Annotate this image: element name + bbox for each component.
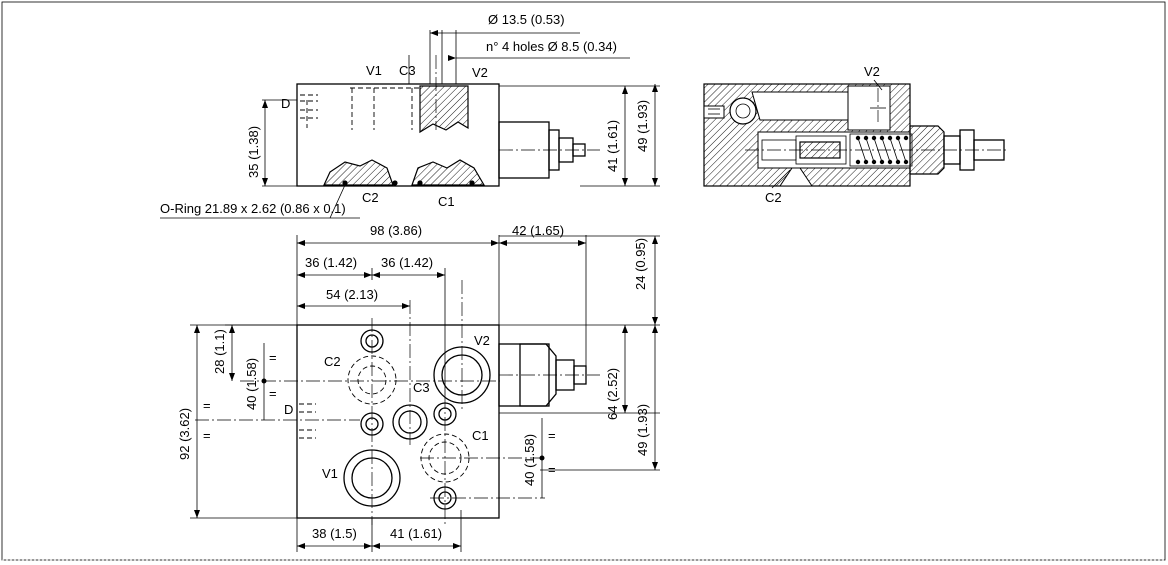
dim-h40-right: 40 (1.58) (522, 434, 537, 486)
port-c1-front: C1 (472, 428, 489, 443)
dia-hole-label: Ø 13.5 (0.53) (488, 12, 565, 27)
dim-h49-top: 49 (1.93) (635, 100, 650, 152)
dimension-arrows (194, 30, 658, 549)
port-c2-front: C2 (324, 354, 341, 369)
port-c2-hidden (347, 355, 397, 405)
dim-h49-front: 49 (1.93) (635, 404, 650, 456)
port-v1-top: V1 (366, 63, 382, 78)
dim-h92: 92 (3.62) (177, 408, 192, 460)
eq-left-1: = (269, 386, 277, 401)
eq-92-1: = (203, 398, 211, 413)
port-c2-top: C2 (362, 190, 379, 205)
dim-w36-a: 36 (1.42) (305, 255, 357, 270)
eq-right-1: = (548, 428, 556, 443)
port-c1-top: C1 (438, 194, 455, 209)
port-c3-top: C3 (399, 63, 416, 78)
port-v2-top: V2 (472, 65, 488, 80)
holes-label: n° 4 holes Ø 8.5 (0.34) (486, 39, 617, 54)
port-v2-front: V2 (474, 333, 490, 348)
eq-right-2: = (548, 462, 556, 477)
o-ring-4 (469, 180, 475, 186)
top-cutout-left (323, 159, 394, 186)
front-view-body (296, 324, 500, 519)
port-d-front: D (284, 402, 293, 417)
dim-h64: 64 (2.52) (605, 368, 620, 420)
section-port-v2: V2 (864, 64, 880, 79)
oring-label: O-Ring 21.89 x 2.62 (0.86 x 0.1) (160, 201, 346, 216)
dim-h35: 35 (1.38) (246, 126, 261, 178)
o-ring-2 (392, 180, 398, 186)
dim-w42: 42 (1.65) (512, 223, 564, 238)
dim-w98: 98 (3.86) (370, 223, 422, 238)
dim-h24: 24 (0.95) (633, 238, 648, 290)
top-cutout-upper (419, 85, 469, 134)
dim-h28: 28 (1.1) (212, 329, 227, 374)
port-d-top: D (281, 96, 290, 111)
top-cutout-right (411, 159, 486, 186)
dim-w41: 41 (1.61) (390, 526, 442, 541)
front-view: C2 C3 V2 D C1 V1 98 (3.86) 42 (1.65) 24 … (177, 223, 660, 552)
dim-h41: 41 (1.61) (605, 120, 620, 172)
o-ring-1 (342, 180, 348, 186)
section-view: V2 C2 (703, 64, 1006, 205)
dim-w54: 54 (2.13) (326, 287, 378, 302)
o-ring-3 (417, 180, 423, 186)
port-v1-front: V1 (322, 466, 338, 481)
section-port-circle (729, 97, 757, 125)
dim-w38: 38 (1.5) (312, 526, 357, 541)
eq-left-2: = (269, 350, 277, 365)
top-view: Ø 13.5 (0.53) n° 4 holes Ø 8.5 (0.34) V1… (160, 12, 660, 219)
port-c3-front: C3 (413, 380, 430, 395)
eq-92-2: = (203, 428, 211, 443)
dim-h40-left: 40 (1.58) (244, 358, 259, 410)
section-port-c2: C2 (765, 190, 782, 205)
dim-w36-b: 36 (1.42) (381, 255, 433, 270)
